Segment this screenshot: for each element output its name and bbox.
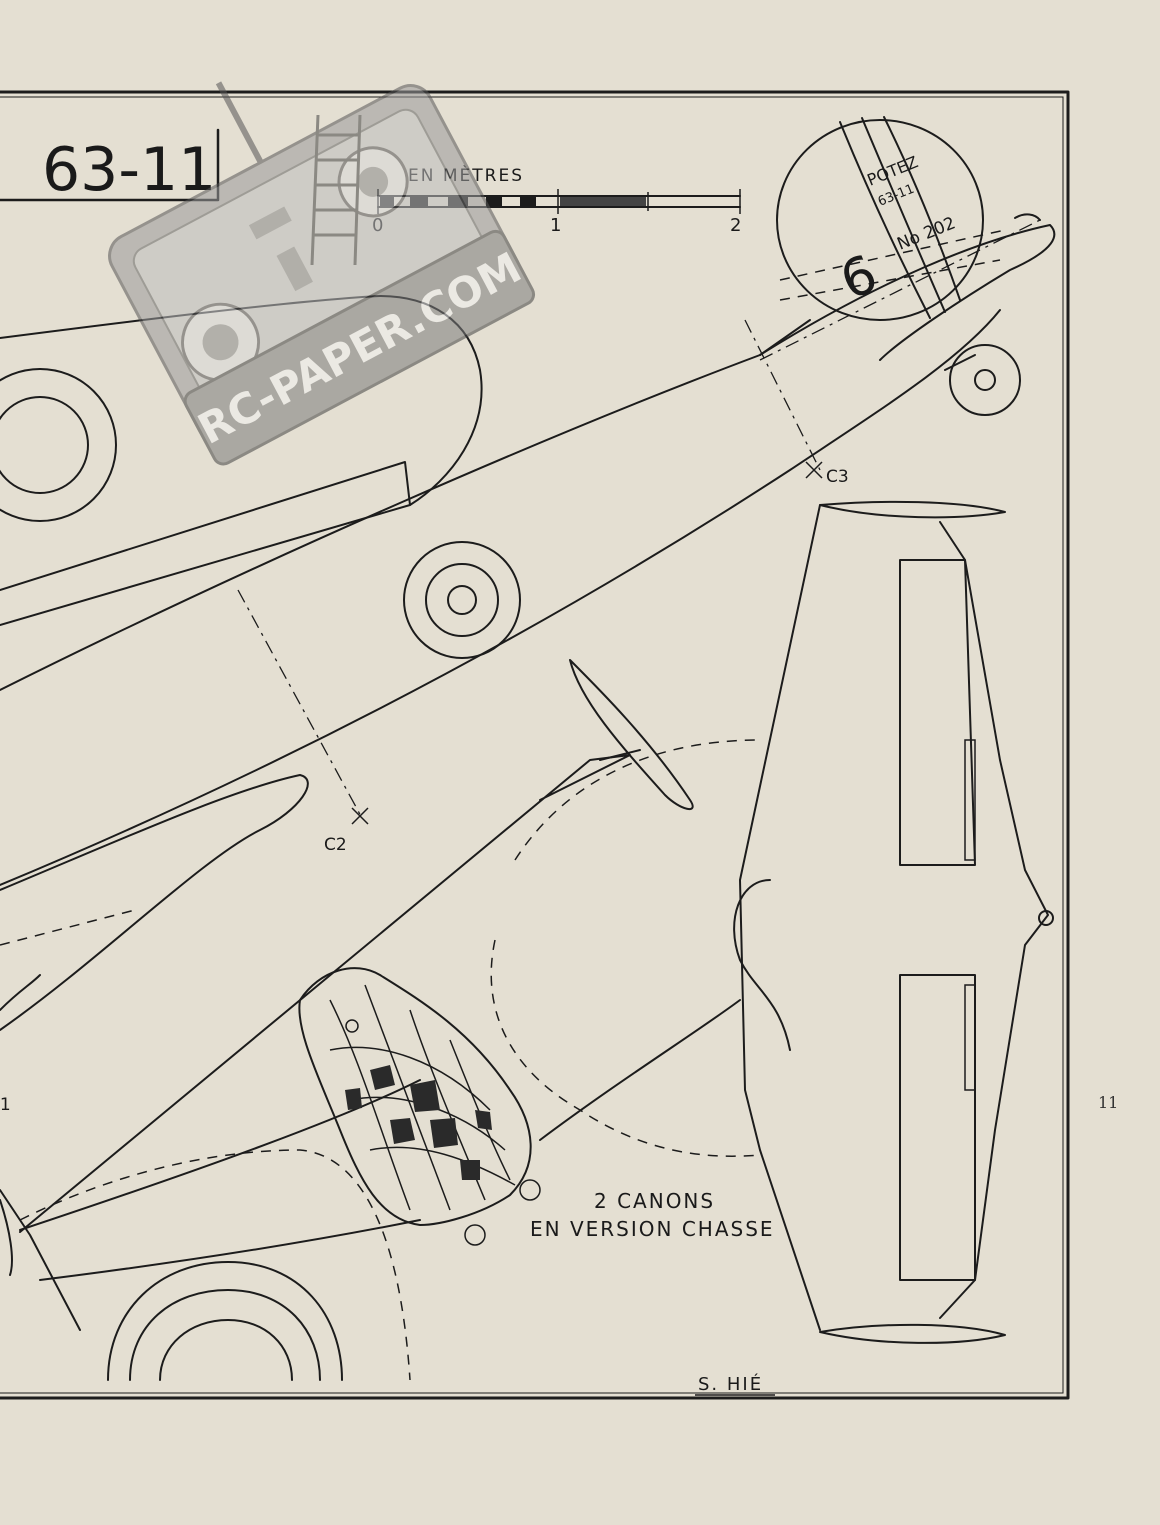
tail-serial-label: No 202 <box>894 213 958 254</box>
signature-label: S. HIÉ <box>698 1373 763 1395</box>
watermark-badge: RC-PAPER.COM <box>108 81 536 466</box>
lower-fuselage <box>0 754 741 1331</box>
tail-marking: POTEZ 63-11 No 202 6 <box>776 116 1006 321</box>
tail-model-label: 63-11 <box>876 182 917 210</box>
page-number: 11 <box>1098 1093 1118 1112</box>
section-c1-label: C1 <box>0 1095 11 1115</box>
roundel-center <box>403 541 521 659</box>
cockpit-canopy <box>298 967 541 1246</box>
section-c2: C2 <box>237 589 369 855</box>
roundel-lower <box>107 1261 343 1381</box>
tail-maker-label: POTEZ <box>864 152 920 190</box>
tail-wheel <box>944 344 1021 416</box>
engine-nacelle <box>0 774 309 1031</box>
tail-number-label: 6 <box>832 244 885 312</box>
gun-annotation: 2 CANONS EN VERSION CHASSE <box>530 1189 775 1241</box>
section-c3: C3 <box>744 319 849 487</box>
propeller-arcs <box>19 739 761 1381</box>
section-c3-label: C3 <box>826 467 849 487</box>
title-label: 63-11 <box>42 135 216 205</box>
designer-signature: S. HIÉ <box>695 1373 775 1396</box>
frame-border <box>0 90 1070 1400</box>
scale-tick-2: 2 <box>730 215 741 236</box>
propeller <box>569 659 694 810</box>
gun-annotation-line1: 2 CANONS <box>594 1189 715 1213</box>
fuselage-outline <box>0 213 1056 886</box>
title-box: 63-11 <box>0 128 220 205</box>
gun-annotation-line2: EN VERSION CHASSE <box>530 1217 775 1241</box>
scale-tick-1: 1 <box>550 215 561 236</box>
plan-view-wing <box>733 500 1054 1344</box>
section-c2-label: C2 <box>324 835 347 855</box>
